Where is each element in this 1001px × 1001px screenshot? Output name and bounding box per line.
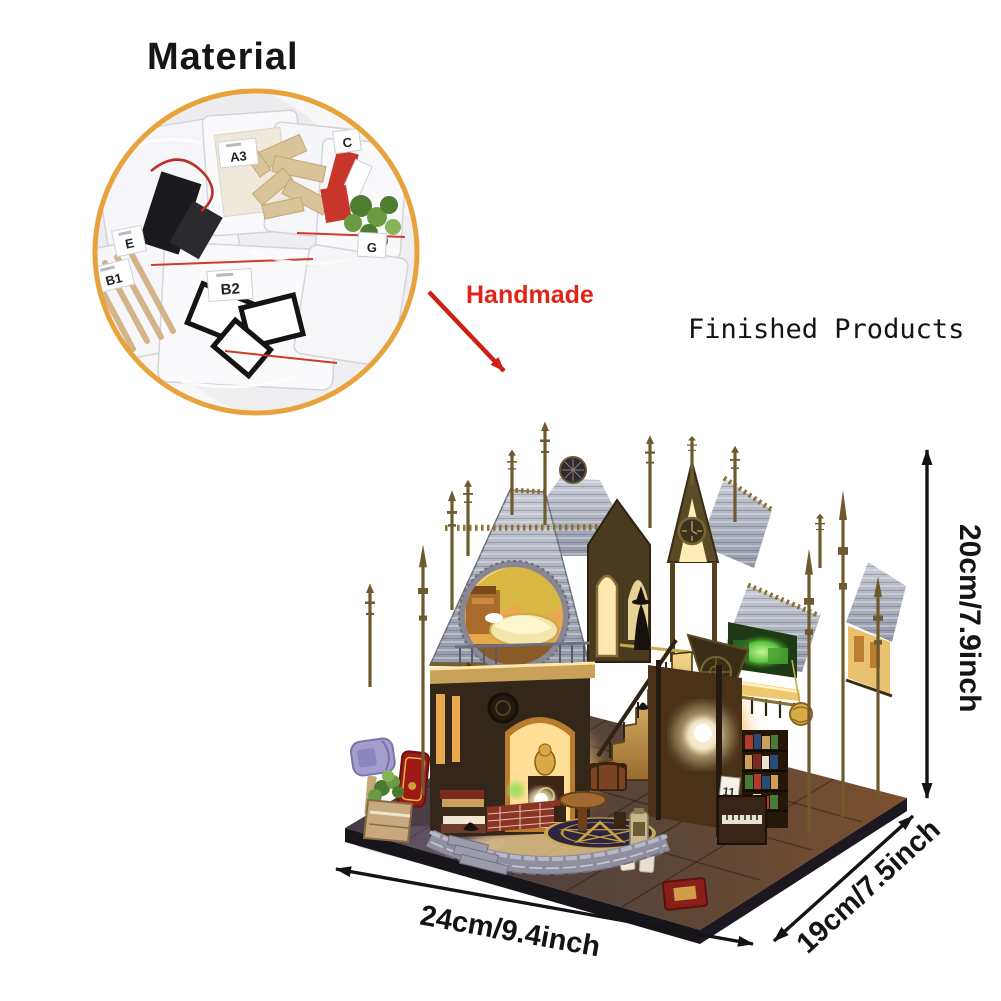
witch-figure <box>632 586 651 650</box>
bag-tag-a3: A3 <box>217 137 259 169</box>
bedroom-circle <box>458 560 570 672</box>
bag-tags: E A3 B1 B2 G C <box>96 127 388 303</box>
material-photo-ring <box>92 88 420 416</box>
chest <box>589 761 627 791</box>
planter <box>362 770 414 844</box>
bookshelf <box>742 730 788 828</box>
material-collage: E A3 B1 B2 G C <box>96 92 416 412</box>
material-title: Material <box>147 36 299 78</box>
handmade-arrow <box>427 290 506 373</box>
material-photo: E A3 B1 B2 G C <box>92 88 420 416</box>
piano <box>717 795 767 845</box>
hanging-ornament <box>789 659 813 726</box>
svg-text:C: C <box>342 134 354 150</box>
center-gable <box>587 498 691 663</box>
bag-tag-e: E <box>111 224 147 258</box>
second-floor-band <box>429 641 596 684</box>
foliage-pieces <box>344 195 401 248</box>
width-arrow <box>335 866 754 947</box>
svg-text:B2: B2 <box>220 280 240 298</box>
svg-text:A3: A3 <box>229 148 247 165</box>
depth-arrow <box>772 814 915 943</box>
finished-products-label: Finished Products <box>688 314 965 345</box>
bag-tag-b2: B2 <box>206 267 254 303</box>
svg-text:G: G <box>366 240 377 256</box>
handmade-label: Handmade <box>466 281 594 309</box>
svg-text:B1: B1 <box>104 270 124 289</box>
clock-gable <box>666 461 720 662</box>
svg-text:E: E <box>124 235 136 252</box>
dim-height-label: 20cm/7.9inch <box>953 524 986 713</box>
table-set <box>544 761 656 849</box>
right-upper-roof <box>700 475 774 568</box>
cat-silhouette-2 <box>463 822 479 831</box>
bag-tag-g: G <box>356 231 388 259</box>
ground-floor <box>430 676 590 838</box>
bag-tag-c: C <box>332 127 362 155</box>
hall-wall: 11 <box>648 660 742 837</box>
bag-tag-b1: B1 <box>96 258 136 294</box>
